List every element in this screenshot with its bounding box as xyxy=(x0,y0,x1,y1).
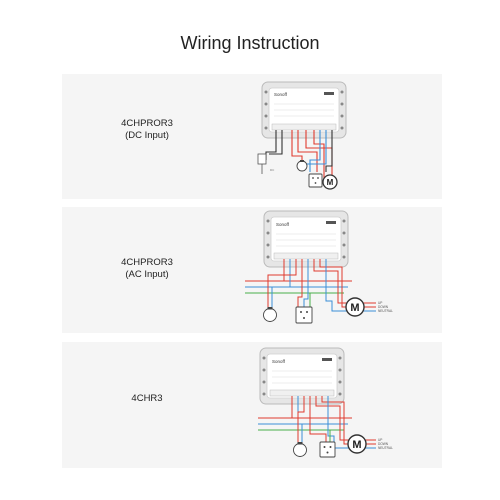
wiring-diagram-ac: Sonoff xyxy=(245,210,393,324)
light-bulb-icon xyxy=(263,307,277,322)
model-input-type: (AC Input) xyxy=(125,269,169,280)
model-label: 4CHPROR3 (DC Input) xyxy=(62,118,232,142)
dc-power-adapter-icon: DC xyxy=(257,153,275,174)
wire-label-neutral: NEUTRAL xyxy=(378,309,393,313)
sonoff-4ch-module: Sonoff xyxy=(259,347,345,405)
wiring-diagram-4chr3: Sonoff xyxy=(258,347,393,458)
motor-icon: M xyxy=(345,297,365,317)
motor-label: M xyxy=(327,178,334,187)
sonoff-4ch-module: Sonoff xyxy=(261,81,347,139)
model-name: 4CHPROR3 xyxy=(121,257,173,268)
sonoff-4ch-module: Sonoff xyxy=(263,210,349,268)
socket-outlet-icon xyxy=(308,173,323,188)
wiring-panel-dc-input: 4CHPROR3 (DC Input) Sonoff xyxy=(62,74,442,199)
brand-label: Sonoff xyxy=(274,92,288,97)
light-bulb-icon xyxy=(293,442,307,457)
motor-label: M xyxy=(352,439,361,451)
model-name: 4CHR3 xyxy=(131,393,163,404)
wire-label-up: UP xyxy=(378,438,382,442)
wire-label-down: DOWN xyxy=(378,305,389,309)
wiring-diagram-dc: Sonoff DC xyxy=(257,81,347,190)
model-label: 4CHR3 xyxy=(62,393,232,405)
socket-outlet-icon xyxy=(319,441,336,458)
model-input-type: (DC Input) xyxy=(125,130,169,141)
page-title: Wiring Instruction xyxy=(180,33,320,53)
motor-icon: M xyxy=(347,434,367,454)
svg-text:DC: DC xyxy=(270,168,275,172)
socket-outlet-icon xyxy=(295,306,313,324)
model-name: 4CHPROR3 xyxy=(121,118,173,129)
motor-label: M xyxy=(350,302,359,314)
wire-label-up: UP xyxy=(378,301,382,305)
wiring-panel-ac-input: 4CHPROR3 (AC Input) Sonoff xyxy=(62,207,442,333)
brand-label: Sonoff xyxy=(272,359,286,364)
wire-label-neutral: NEUTRAL xyxy=(378,446,393,450)
model-label: 4CHPROR3 (AC Input) xyxy=(62,257,232,281)
light-bulb-icon xyxy=(296,160,308,172)
wire-label-down: DOWN xyxy=(378,442,389,446)
wiring-panel-4chr3: 4CHR3 Sonoff xyxy=(62,342,442,468)
brand-label: Sonoff xyxy=(276,222,290,227)
motor-icon: M xyxy=(322,174,338,190)
